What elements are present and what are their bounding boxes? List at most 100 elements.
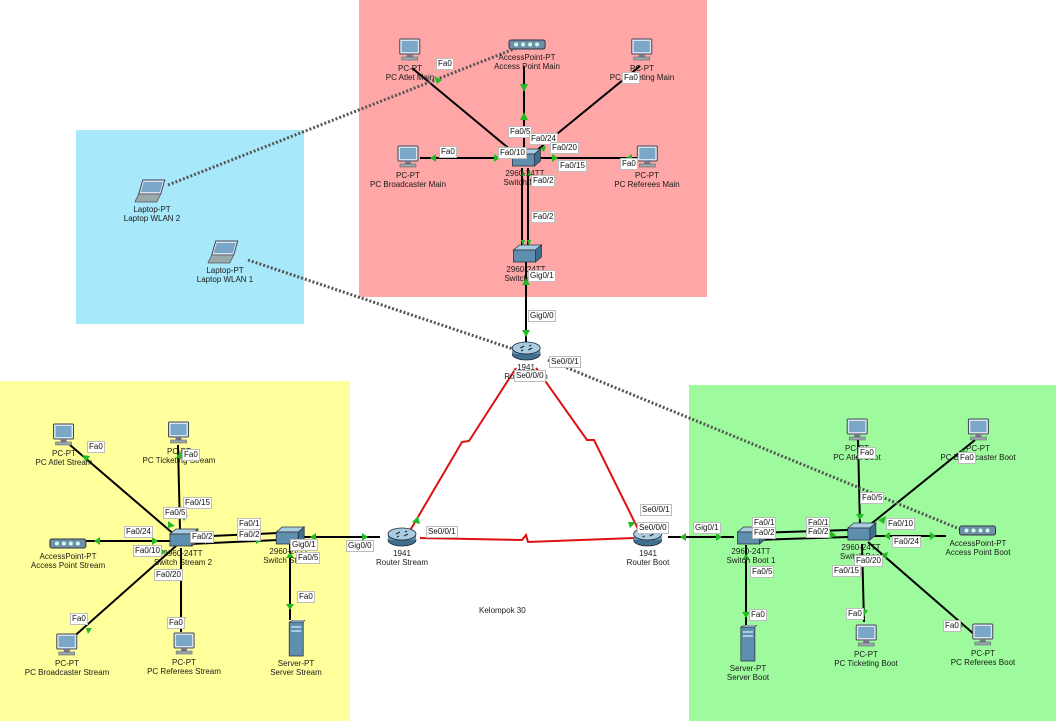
- wireless-links: [167, 43, 963, 532]
- port-label: Fa0/1: [752, 517, 777, 529]
- device-name: PC Referees Stream: [147, 667, 221, 676]
- access-point-stream[interactable]: AccessPoint-PT Access Point Stream: [31, 535, 105, 570]
- device-type: Server-PT: [729, 664, 767, 673]
- port-label: Fa0/15: [183, 497, 212, 509]
- access-point-main[interactable]: AccessPoint-PT Access Point Main: [494, 36, 560, 71]
- laptop-wlan-1[interactable]: Laptop-PT Laptop WLAN 1: [197, 239, 253, 284]
- pc-icon: [631, 38, 653, 61]
- device-type: PC-PT: [166, 447, 191, 456]
- device-name: Router Stream: [375, 558, 429, 567]
- device-type: PC-PT: [966, 444, 990, 453]
- port-label: Fa0/2: [531, 211, 556, 223]
- server-stream[interactable]: Server-PT Server Stream: [270, 620, 322, 677]
- port-label: Gig0/0: [346, 540, 374, 552]
- pc-broadcaster-main[interactable]: PC-PT PC Broadcaster Main: [370, 144, 446, 189]
- port-label: Fa0: [620, 158, 638, 170]
- device-name: Switch Main: [503, 178, 547, 187]
- port-label: Fa0/2: [752, 527, 777, 539]
- device-name: Laptop WLAN 1: [196, 275, 254, 284]
- pc-atlet-main[interactable]: PC-PT PC Atlet Main: [386, 37, 434, 82]
- device-type: 2960-24TT: [163, 549, 203, 558]
- device-type: 1941: [517, 363, 535, 372]
- port-label: Fa0/10: [498, 147, 527, 159]
- port-label: Gig0/1: [290, 539, 318, 551]
- port-label: Fa0/20: [154, 569, 183, 581]
- pc-atlet-boot[interactable]: PC-PT PC Atlet Boot: [833, 417, 881, 462]
- device-type: PC-PT: [630, 64, 654, 73]
- device-name: Switch Stream 2: [153, 558, 213, 567]
- device-type: AccessPoint-PT: [949, 539, 1007, 548]
- pc-icon: [972, 623, 994, 646]
- device-type: 1941: [639, 549, 657, 558]
- port-label: Se0/0/0: [514, 370, 546, 382]
- device-name: Access Point Stream: [30, 561, 106, 570]
- port-label: Fa0/5: [860, 492, 885, 504]
- switch-stream[interactable]: 2960-24TT Switch Stream: [263, 526, 315, 565]
- access-point-boot[interactable]: AccessPoint-PT Access Point Boot: [946, 522, 1010, 557]
- port-label: Se0/0/1: [640, 504, 672, 516]
- pc-icon: [173, 632, 195, 655]
- device-type: PC-PT: [845, 444, 869, 453]
- device-name: PC Referees Main: [614, 180, 680, 189]
- port-label: Fa0: [858, 447, 876, 459]
- device-name: PC Broadcaster Stream: [24, 668, 110, 677]
- pc-referees-boot[interactable]: PC-PT PC Referees Boot: [951, 622, 1015, 667]
- port-label: Fa0/24: [124, 526, 153, 538]
- port-label: Fa0: [958, 452, 976, 464]
- server-boot[interactable]: Server-PT Server Boot: [727, 625, 769, 682]
- device-name: Server Stream: [270, 668, 322, 677]
- pc-icon: [168, 421, 190, 444]
- pc-ticketing-main[interactable]: PC-PT PC Ticketing Main: [610, 37, 674, 82]
- pc-icon: [399, 38, 421, 61]
- pc-ticketing-boot[interactable]: PC-PT PC Ticketing Boot: [834, 623, 898, 668]
- switch-icon: [846, 522, 878, 541]
- device-type: 1941: [393, 549, 411, 558]
- switch-main-2[interactable]: 2960-24TT Switch Main: [504, 244, 548, 283]
- device-type: AccessPoint-PT: [39, 552, 97, 561]
- server-icon: [288, 620, 306, 657]
- device-type: 2960-24TT: [505, 169, 545, 178]
- port-label: Fa0/2: [237, 529, 262, 541]
- port-label: Fa0: [846, 608, 864, 620]
- serial-links: [407, 367, 641, 544]
- device-name: Access Point Main: [494, 62, 560, 71]
- port-label: Fa0/20: [854, 555, 883, 567]
- device-type: PC-PT: [51, 449, 76, 458]
- pc-referees-stream[interactable]: PC-PT PC Referees Stream: [147, 631, 221, 676]
- port-label: Se0/0/1: [426, 526, 458, 538]
- server-icon: [740, 625, 758, 662]
- port-label: Fa0/15: [832, 565, 861, 577]
- device-name: Switch Stream: [263, 556, 315, 565]
- router-stream[interactable]: 1941 Router Stream: [376, 526, 428, 567]
- device-type: 2960-24TT: [731, 547, 771, 556]
- port-label: Fa0/2: [190, 531, 215, 543]
- pc-icon: [397, 145, 419, 168]
- device-name: Laptop WLAN 2: [123, 214, 181, 223]
- device-type: PC-PT: [634, 171, 659, 180]
- pc-atlet-stream[interactable]: PC-PT PC Atlet Stream: [36, 422, 92, 467]
- device-name: Switch Main: [504, 274, 548, 283]
- device-name: PC Atlet Main: [385, 73, 435, 82]
- pc-referees-main[interactable]: PC-PT PC Referees Main: [614, 144, 680, 189]
- port-label: Fa0: [297, 591, 315, 603]
- port-label: Se0/0/1: [549, 356, 581, 368]
- pc-broadcaster-stream[interactable]: PC-PT PC Broadcaster Stream: [25, 632, 109, 677]
- laptop-icon: [134, 179, 166, 203]
- port-label: Fa0: [87, 441, 105, 453]
- pc-broadcaster-boot[interactable]: PC-PT PC Broadcaster Boot: [940, 417, 1016, 462]
- access-point-icon: [959, 525, 997, 536]
- pc-ticketing-stream[interactable]: PC-PT PC Ticketing Stream: [143, 420, 215, 465]
- port-label: Fa0: [622, 72, 640, 84]
- area-wlan: [76, 130, 304, 324]
- device-type: Laptop-PT: [206, 266, 244, 275]
- pc-icon: [855, 624, 877, 647]
- port-label: Gig0/1: [528, 270, 556, 282]
- laptop-wlan-2[interactable]: Laptop-PT Laptop WLAN 2: [124, 178, 180, 223]
- device-name: PC Broadcaster Boot: [940, 453, 1016, 462]
- port-label: Fa0/10: [133, 545, 162, 557]
- pc-icon: [56, 633, 78, 656]
- device-name: PC Broadcaster Main: [369, 180, 447, 189]
- device-name: PC Ticketing Main: [609, 73, 675, 82]
- port-label: Fa0: [943, 620, 961, 632]
- access-point-icon: [49, 538, 87, 549]
